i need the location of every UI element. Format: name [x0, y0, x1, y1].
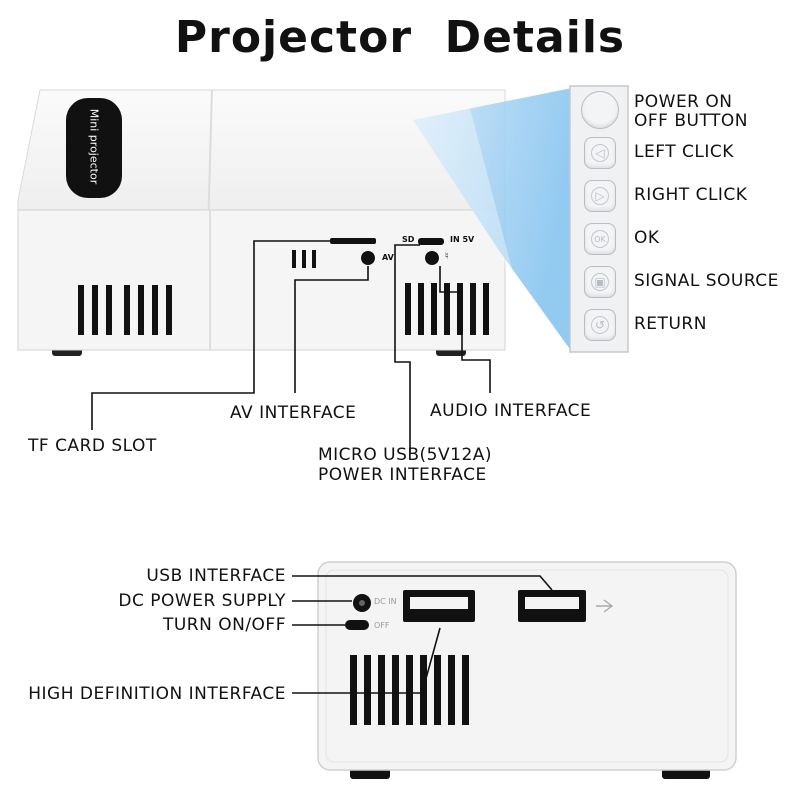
hdmi-interface-label: HIGH DEFINITION INTERFACE: [28, 684, 286, 704]
rear-vent-grille: [350, 655, 469, 725]
light-beam: [413, 88, 572, 352]
return-icon: ↺: [594, 318, 606, 332]
off-port-label: OFF: [374, 621, 390, 630]
panel-source-button[interactable]: ▣: [584, 266, 616, 298]
button-label-4: SIGNAL SOURCE: [634, 271, 779, 291]
usb-symbol-icon: [596, 599, 614, 613]
av-port-label: AV: [382, 253, 394, 262]
power-button-icon: [582, 92, 618, 128]
panel-return-button[interactable]: ↺: [584, 309, 616, 341]
panel-power-button-button[interactable]: [581, 91, 619, 129]
control-button-panel: [569, 85, 629, 353]
panel-ok-button[interactable]: OK: [584, 223, 616, 255]
button-label-5: RETURN: [634, 314, 707, 334]
ok-icon: OK: [594, 234, 606, 244]
button-label-1: LEFT CLICK: [634, 142, 734, 162]
power-switch: [345, 620, 369, 630]
left-vent-grille: [78, 285, 172, 335]
in5v-port-label: IN 5V: [450, 235, 475, 244]
micro-usb-port: [418, 238, 444, 245]
device-logo-text: Mini projector: [87, 108, 101, 185]
micro-usb-label-line1: MICRO USB(5V12A): [318, 445, 493, 465]
turn-on-off-label: TURN ON/OFF: [162, 615, 286, 635]
tf-card-slot-port: [330, 238, 376, 244]
left-arrow-icon: ◁: [595, 146, 605, 160]
panel-left-arrow-button[interactable]: ◁: [584, 137, 616, 169]
source-icon: ▣: [594, 275, 606, 289]
button-label-3: OK: [634, 228, 660, 248]
button-label-0: POWER ON: [634, 92, 733, 112]
dcin-port-label: DC IN: [374, 597, 397, 606]
audio-port: [425, 251, 439, 265]
rear-callout-lines: [292, 575, 553, 694]
projector-rear-view: [317, 561, 737, 779]
button-label-0-line2: OFF BUTTON: [634, 111, 749, 131]
sd-port-label: SD: [402, 235, 415, 244]
audio-interface-label: AUDIO INTERFACE: [430, 401, 592, 421]
right-vent-grille: [405, 283, 489, 335]
front-callout-lines: [91, 240, 491, 452]
usb-interface-label: USB INTERFACE: [146, 566, 286, 586]
tf-card-slot-label: TF CARD SLOT: [28, 436, 157, 456]
av-interface-label: AV INTERFACE: [230, 403, 357, 423]
button-label-2: RIGHT CLICK: [634, 185, 748, 205]
small-vent: [292, 250, 316, 268]
right-arrow-icon: ▷: [595, 189, 605, 203]
mini-projector-logo-badge: [66, 98, 122, 198]
dc-power-supply-label: DC POWER SUPPLY: [118, 591, 286, 611]
panel-right-arrow-button[interactable]: ▷: [584, 180, 616, 212]
headphone-icon: ♮: [445, 251, 449, 262]
page-title: Projector Details: [174, 12, 626, 63]
av-port: [361, 251, 375, 265]
projector-front-view: [17, 89, 506, 356]
micro-usb-label-line2: POWER INTERFACE: [318, 465, 487, 485]
